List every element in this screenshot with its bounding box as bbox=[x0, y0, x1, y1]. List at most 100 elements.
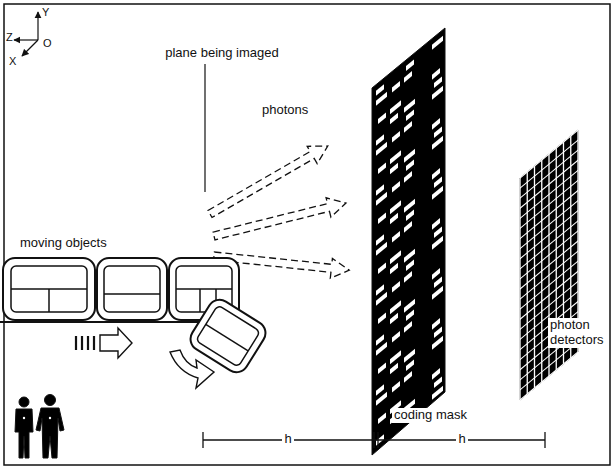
mask-hole bbox=[392, 281, 400, 293]
grid-line bbox=[520, 221, 578, 269]
mask-hole bbox=[390, 300, 401, 314]
grid-line bbox=[520, 251, 578, 299]
mask-hole bbox=[432, 168, 440, 180]
mask-hole bbox=[432, 36, 443, 50]
dimension-label: h bbox=[282, 432, 293, 447]
photons-label: photons bbox=[262, 103, 308, 118]
grid-line bbox=[520, 271, 578, 319]
mask-hole bbox=[392, 381, 400, 393]
grid-line bbox=[520, 342, 578, 390]
mask-hole bbox=[378, 412, 386, 424]
mask-hole bbox=[376, 142, 387, 156]
mask-hole bbox=[406, 109, 414, 121]
dimension-label: h bbox=[456, 432, 467, 447]
mask-hole bbox=[434, 226, 442, 238]
mask-hole bbox=[404, 271, 412, 283]
moving-objects bbox=[0, 258, 270, 388]
mask-hole bbox=[378, 362, 386, 374]
axis-label: Y bbox=[42, 6, 49, 19]
axis-label: X bbox=[9, 55, 16, 68]
mask-hole bbox=[404, 371, 412, 383]
mask-hole bbox=[392, 131, 400, 143]
mask-hole bbox=[376, 342, 387, 356]
mask-hole bbox=[432, 136, 443, 150]
mask-hole bbox=[434, 326, 442, 338]
mask-hole bbox=[432, 236, 443, 250]
mask-hole bbox=[434, 176, 442, 188]
mask-hole bbox=[392, 81, 400, 93]
grid-line bbox=[520, 140, 578, 188]
mask-hole bbox=[406, 159, 414, 171]
mask-hole bbox=[376, 242, 387, 256]
mask-hole bbox=[432, 386, 443, 400]
detector-grid bbox=[520, 130, 578, 400]
mask-hole bbox=[376, 384, 384, 396]
plane-line bbox=[204, 64, 205, 192]
mask-hole bbox=[432, 186, 443, 200]
photon-detector-array bbox=[520, 130, 578, 400]
mask-hole bbox=[406, 259, 414, 271]
mask-hole bbox=[432, 268, 440, 280]
mask-hole bbox=[378, 312, 386, 324]
grid-line bbox=[520, 261, 578, 309]
coding-mask bbox=[372, 28, 445, 455]
mask-hole bbox=[404, 171, 412, 183]
mask-hole bbox=[432, 118, 440, 130]
axis-label: Z bbox=[6, 31, 13, 44]
grid-line bbox=[520, 150, 578, 198]
mask-hole bbox=[390, 363, 398, 375]
mask-hole bbox=[434, 376, 442, 388]
mask-hole bbox=[432, 286, 443, 300]
mask-hole bbox=[432, 318, 440, 330]
grid-line bbox=[520, 352, 578, 400]
mask-hole bbox=[390, 250, 401, 264]
mask-hole bbox=[404, 321, 412, 333]
mask-hole bbox=[392, 181, 400, 193]
mask-hole bbox=[404, 121, 412, 133]
mask-hole bbox=[406, 359, 414, 371]
mask-hole bbox=[390, 113, 398, 125]
detectors-label: photon detectors bbox=[548, 318, 608, 348]
mask-hole bbox=[404, 221, 412, 233]
grid-line bbox=[520, 191, 578, 239]
grid-line bbox=[520, 180, 578, 228]
mask-hole bbox=[390, 313, 398, 325]
mask-hole bbox=[376, 92, 387, 106]
grid-line bbox=[520, 170, 578, 218]
mask-hole bbox=[390, 163, 398, 175]
mask-hole bbox=[404, 71, 412, 83]
people bbox=[15, 395, 64, 459]
mask-hole bbox=[432, 368, 440, 380]
mask-hole bbox=[392, 331, 400, 343]
mask-label: coding mask bbox=[392, 408, 469, 423]
mask-hole bbox=[376, 284, 384, 296]
mask-hole bbox=[434, 276, 442, 288]
mask-hole bbox=[376, 334, 384, 346]
mask-hole bbox=[406, 209, 414, 221]
mask-hole bbox=[378, 162, 386, 174]
plane-label: plane being imaged bbox=[165, 46, 278, 61]
grid-line bbox=[520, 201, 578, 249]
mask-hole bbox=[376, 234, 384, 246]
mask-hole bbox=[376, 292, 387, 306]
mask-hole bbox=[392, 231, 400, 243]
mask-hole bbox=[390, 150, 401, 164]
dimension-lines bbox=[203, 432, 545, 448]
objects-label: moving objects bbox=[20, 236, 107, 251]
mask-hole bbox=[432, 336, 443, 350]
mask-hole bbox=[432, 218, 440, 230]
axes bbox=[14, 12, 38, 56]
axis-label: O bbox=[43, 37, 52, 50]
mask-hole bbox=[390, 100, 401, 114]
mask-hole bbox=[406, 59, 414, 71]
mask-hole bbox=[390, 350, 401, 364]
mask-holes bbox=[376, 36, 443, 446]
grid-line bbox=[520, 241, 578, 289]
mask-hole bbox=[434, 126, 442, 138]
frame bbox=[4, 4, 610, 465]
grid-line bbox=[520, 130, 578, 178]
grid-line bbox=[520, 211, 578, 259]
mask-hole bbox=[376, 184, 384, 196]
mask-hole bbox=[378, 112, 386, 124]
